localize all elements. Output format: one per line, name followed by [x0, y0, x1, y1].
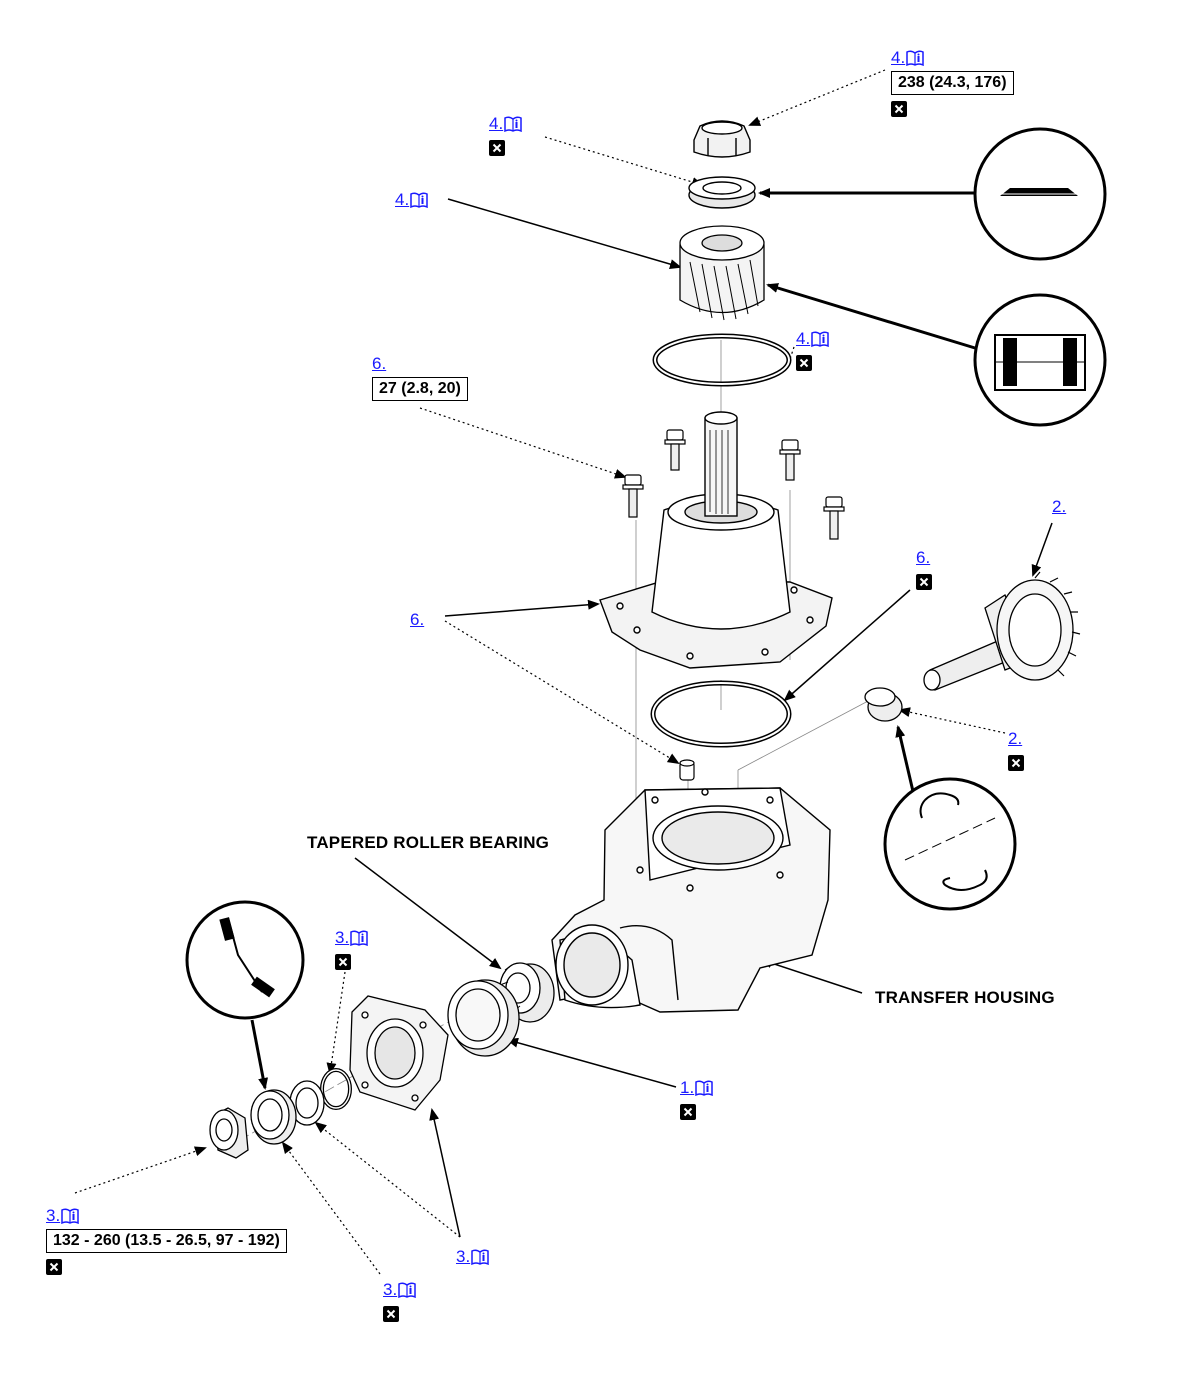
detail-circle-seal-profile: [973, 127, 1107, 261]
upper-bearing: [688, 176, 756, 209]
do-not-reuse-icon: [335, 954, 351, 970]
callout-top-nut: 4. 238 (24.3, 176): [891, 48, 1014, 117]
callout-plug-seal: 2.: [1008, 729, 1024, 771]
label-transfer-housing: TRANSFER HOUSING: [875, 988, 1055, 1007]
lower-o-ring: [650, 680, 792, 748]
leader-lines: [74, 69, 1053, 1275]
snap-ring: [320, 1068, 352, 1110]
callout-helical-gear: 4.: [395, 190, 428, 210]
callout-oil-seal: 3.: [383, 1280, 416, 1322]
callout-snap-ring: 3.: [335, 928, 368, 970]
drive-gear-shaft: [923, 571, 1081, 691]
manual-book-icon: [811, 331, 829, 347]
plug-seal: [864, 687, 903, 722]
do-not-reuse-icon: [46, 1259, 62, 1275]
lock-nut-top: [693, 120, 751, 158]
detail-circle-gear-bearing: [973, 293, 1107, 427]
procedure-link[interactable]: 2.: [1052, 497, 1067, 516]
dowel-pin: [679, 759, 695, 781]
callout-upper-bearing: 4.: [489, 114, 522, 156]
flange-bolts: [622, 429, 845, 540]
procedure-link[interactable]: 3.: [46, 1206, 79, 1226]
manual-book-icon: [61, 1208, 79, 1224]
transfer-housing: [551, 787, 831, 1013]
do-not-reuse-icon: [383, 1306, 399, 1322]
helical-gear: [679, 225, 765, 321]
procedure-link[interactable]: 2.: [1008, 729, 1023, 748]
callout-lower-o-ring: 6.: [916, 548, 932, 590]
manual-book-icon: [398, 1282, 416, 1298]
callout-flange-bolts: 6. 27 (2.8, 20): [372, 354, 468, 401]
detail-circle-plug-seal: [883, 777, 1017, 911]
extension-housing: [349, 995, 449, 1111]
manual-book-icon: [350, 930, 368, 946]
bearing-carrier-with-shaft: [599, 411, 833, 669]
label-tapered-roller-bearing: TAPERED ROLLER BEARING: [307, 833, 550, 852]
procedure-link[interactable]: 3.: [456, 1247, 489, 1267]
torque-spec: 238 (24.3, 176): [891, 71, 1014, 95]
procedure-link[interactable]: 6.: [410, 610, 425, 629]
upper-o-ring: [652, 333, 792, 387]
bearing-outer-race: [447, 979, 520, 1057]
do-not-reuse-icon: [489, 140, 505, 156]
procedure-link[interactable]: 4.: [489, 114, 522, 134]
procedure-link[interactable]: 4.: [891, 48, 924, 68]
callout-bearing-race: 1.: [680, 1078, 713, 1120]
do-not-reuse-icon: [916, 574, 932, 590]
procedure-link[interactable]: 6.: [372, 354, 387, 373]
callout-bottom-nut: 3. 132 - 260 (13.5 - 26.5, 97 - 192): [46, 1206, 287, 1275]
do-not-reuse-icon: [796, 355, 812, 371]
procedure-link[interactable]: 4.: [395, 190, 428, 210]
do-not-reuse-icon: [680, 1104, 696, 1120]
callout-extension-housing: 3.: [456, 1247, 489, 1267]
oil-seal: [250, 1089, 297, 1145]
callout-upper-o-ring: 4.: [796, 329, 829, 371]
manual-book-icon: [504, 116, 522, 132]
procedure-link[interactable]: 1.: [680, 1078, 713, 1098]
assembly-axis-lines: [239, 340, 871, 1141]
torque-spec: 132 - 260 (13.5 - 26.5, 97 - 192): [46, 1229, 287, 1253]
spacer-ring: [289, 1080, 325, 1126]
callout-bearing-carrier: 6.: [410, 610, 424, 630]
detail-circle-oil-seal: [185, 900, 305, 1020]
procedure-link[interactable]: 6.: [916, 548, 931, 567]
manual-book-icon: [695, 1080, 713, 1096]
do-not-reuse-icon: [1008, 755, 1024, 771]
callout-drive-gear: 2.: [1052, 497, 1066, 517]
torque-spec: 27 (2.8, 20): [372, 377, 468, 401]
procedure-link[interactable]: 3.: [335, 928, 368, 948]
manual-book-icon: [906, 50, 924, 66]
procedure-link[interactable]: 3.: [383, 1280, 416, 1300]
procedure-link[interactable]: 4.: [796, 329, 829, 349]
lock-nut-bottom: [209, 1107, 249, 1159]
manual-book-icon: [471, 1249, 489, 1265]
manual-book-icon: [410, 192, 428, 208]
do-not-reuse-icon: [891, 101, 907, 117]
